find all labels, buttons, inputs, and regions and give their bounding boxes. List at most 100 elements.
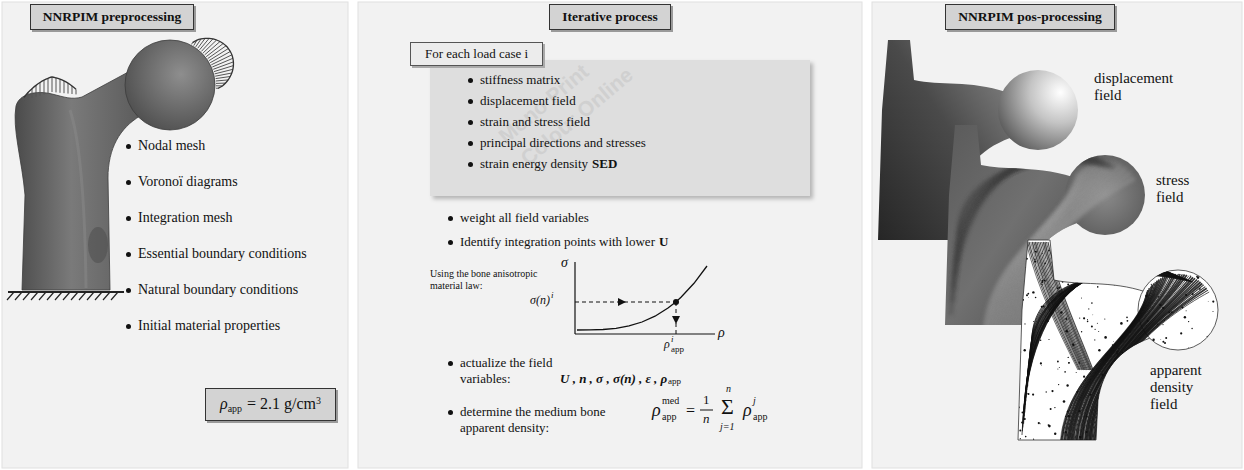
density-speckle: [1020, 319, 1022, 321]
density-speckle: [1104, 410, 1107, 413]
density-speckle: [1025, 267, 1026, 268]
density-speckle: [1217, 348, 1218, 349]
density-speckle: [1194, 385, 1195, 386]
density-speckle: [1206, 386, 1208, 388]
density-speckle: [1067, 284, 1069, 286]
density-speckle: [1143, 402, 1144, 403]
density-speckle: [1137, 384, 1139, 386]
density-speckle: [1183, 248, 1184, 249]
density-speckle: [1150, 260, 1151, 261]
density-speckle: [1078, 362, 1080, 364]
density-speckle: [1068, 362, 1070, 364]
density-speckle: [1206, 251, 1207, 252]
density-speckle: [1081, 298, 1082, 299]
density-speckle: [1165, 430, 1167, 432]
density-speckle: [1094, 339, 1095, 340]
density-speckle: [1048, 339, 1049, 340]
density-speckle: [1087, 319, 1088, 320]
femur-body: [15, 70, 140, 290]
density-speckle: [1054, 407, 1055, 408]
density-speckle: [1020, 247, 1022, 249]
density-speckle: [1182, 421, 1184, 423]
density-speckle: [1123, 259, 1125, 261]
density-speckle: [1088, 308, 1089, 309]
density-speckle: [1197, 274, 1198, 275]
density-speckle: [1212, 301, 1214, 303]
load-line: [52, 77, 53, 92]
density-speckle: [1144, 381, 1146, 383]
density-speckle: [1035, 251, 1037, 253]
header-box: NNRPIM preprocessing: [30, 4, 195, 30]
density-speckle: [1104, 265, 1106, 267]
density-speckle: [1125, 389, 1127, 391]
density-speckle: [1208, 349, 1210, 351]
bullet-item: strain energy density: [466, 156, 588, 172]
density-speckle: [1216, 254, 1218, 256]
density-speckle: [1137, 354, 1139, 356]
density-speckle: [1027, 293, 1029, 295]
density-speckle: [1162, 341, 1164, 343]
density-speckle: [1143, 413, 1145, 415]
density-speckle: [1021, 284, 1023, 286]
formula-symbol: ρ: [652, 400, 661, 421]
density-speckle: [1171, 311, 1173, 313]
bone-head: [998, 70, 1078, 150]
density-speckle: [1124, 395, 1125, 396]
axis-label: ρ: [718, 325, 725, 341]
panel: displacement fieldstress fieldapparent d…: [872, 2, 1242, 468]
value-text: = 2.1 g/cm: [247, 395, 316, 412]
density-speckle: [1106, 353, 1108, 355]
fraction-bar: [700, 410, 713, 411]
density-speckle: [1207, 431, 1208, 432]
density-speckle: [1164, 320, 1165, 321]
density-speckle: [1211, 378, 1212, 379]
density-speckle: [1120, 322, 1123, 325]
density-speckle: [1060, 311, 1062, 313]
value-text: 3: [316, 395, 321, 406]
density-speckle: [1185, 294, 1187, 296]
density-speckle: [1192, 293, 1194, 295]
symbol: U: [659, 234, 668, 250]
density-speckle: [1020, 438, 1021, 439]
density-speckle: [1063, 400, 1066, 403]
support-hatch: [23, 292, 30, 300]
density-speckle: [1181, 307, 1183, 309]
density-speckle: [1115, 239, 1117, 241]
trabecula: [1039, 242, 1087, 370]
load-envelope: [24, 77, 76, 97]
density-speckle: [1086, 431, 1088, 433]
density-speckle: [1141, 384, 1142, 385]
density-speckle: [1188, 321, 1189, 322]
density-speckle: [1097, 286, 1099, 288]
loop-text: For each load case i: [425, 46, 528, 61]
density-speckle: [1032, 394, 1034, 396]
density-speckle: [1198, 250, 1200, 252]
density-speckle: [1111, 240, 1112, 241]
density-speckle: [1059, 252, 1061, 254]
density-speckle: [1076, 372, 1077, 373]
support-hatch: [55, 292, 62, 300]
density-speckle: [1062, 281, 1064, 283]
density-speckle: [1086, 416, 1088, 418]
density-speckle: [1191, 402, 1192, 403]
density-speckle: [1066, 384, 1068, 386]
subscript: app: [753, 411, 767, 423]
support-hatch: [15, 292, 22, 300]
density-speckle: [1068, 357, 1069, 358]
density-speckle: [1112, 344, 1114, 346]
density-speckle: [1068, 362, 1069, 363]
density-speckle: [1092, 314, 1094, 316]
density-speckle: [1018, 363, 1019, 364]
density-speckle: [1184, 253, 1186, 255]
density-speckle: [1158, 357, 1159, 358]
point: [673, 299, 679, 305]
density-speckle: [1129, 268, 1130, 269]
density-speckle: [1058, 384, 1059, 385]
density-speckle: [1127, 320, 1129, 322]
density-speckle: [1051, 390, 1053, 392]
density-speckle: [1140, 432, 1142, 434]
density-speckle: [1142, 386, 1144, 388]
density-speckle: [1104, 318, 1105, 319]
density-speckle: [1126, 317, 1128, 319]
density-speckle: [1132, 272, 1133, 273]
